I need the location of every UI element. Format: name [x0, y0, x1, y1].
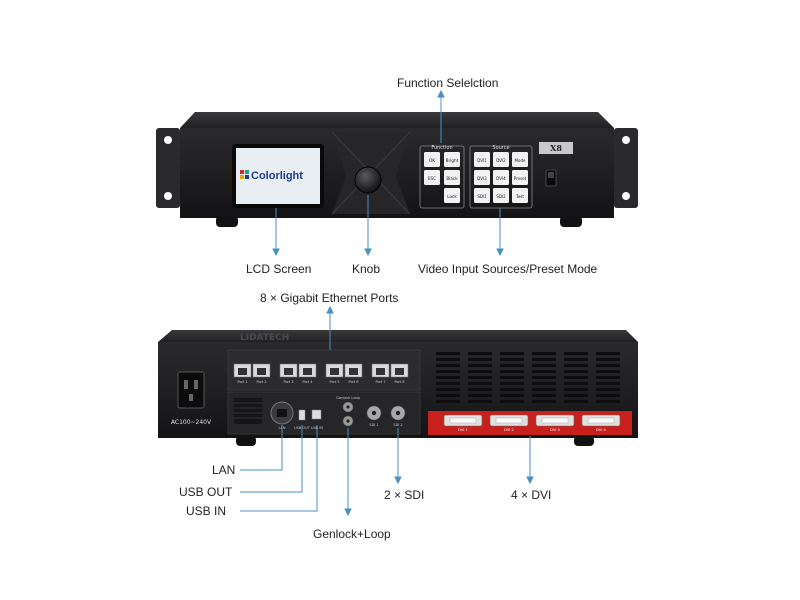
- genlock-port-label: Genlock Loop: [336, 396, 360, 400]
- rack-screw-hole: [164, 136, 172, 144]
- rear-foot: [574, 436, 594, 446]
- usb-in-port[interactable]: [311, 409, 322, 420]
- sdi-port-label: SDI 2: [393, 423, 402, 427]
- function-key-label: Lock: [447, 194, 457, 199]
- source-key[interactable]: [512, 188, 528, 203]
- usb-out-port[interactable]: [298, 409, 306, 421]
- ethernet-port-label: Port 5: [330, 380, 340, 384]
- callout-lines: [240, 89, 534, 517]
- source-key[interactable]: [493, 170, 509, 185]
- function-group-title: Function: [431, 145, 452, 151]
- callout-lan: LAN: [212, 463, 236, 477]
- ethernet-port-label: Port 7: [376, 380, 386, 384]
- function-key[interactable]: [424, 170, 440, 185]
- front-foot: [560, 216, 582, 227]
- function-key[interactable]: [444, 170, 460, 185]
- source-key-label: DVI1: [477, 158, 487, 163]
- power-inlet[interactable]: [177, 371, 205, 409]
- function-group-frame: [419, 145, 465, 209]
- callout-genlock-loop: Genlock+Loop: [313, 527, 391, 541]
- ethernet-port-label: Port 1: [238, 380, 248, 384]
- function-key[interactable]: [424, 152, 440, 167]
- function-key-label: ESC: [428, 176, 436, 181]
- callout-knob: Knob: [352, 262, 381, 276]
- callout-dvi: 4 × DVI: [511, 488, 552, 502]
- rear-top-surface: [158, 330, 638, 342]
- lcd-screen: [236, 148, 320, 204]
- callout-ethernet-ports: 8 × Gigabit Ethernet Ports: [260, 291, 399, 305]
- lcd-brand-text: Colorlight: [251, 170, 303, 182]
- source-key-label: DVI4: [496, 176, 506, 181]
- small-vent: [234, 398, 262, 424]
- source-key-label: DVI3: [477, 176, 487, 181]
- callout-video-input: Video Input Sources/Preset Mode: [418, 262, 598, 276]
- ethernet-port-label: Port 8: [395, 380, 405, 384]
- source-key[interactable]: [512, 170, 528, 185]
- source-key-label: Preset: [514, 176, 527, 181]
- callout-lcd-screen: LCD Screen: [246, 262, 312, 276]
- function-key[interactable]: [444, 188, 460, 203]
- ethernet-port-label: Port 2: [257, 380, 267, 384]
- rack-screw-hole: [164, 192, 172, 200]
- function-key-label: Bright: [446, 158, 459, 163]
- dvi-port-label: DVI 1: [458, 428, 468, 432]
- callout-function-selection: Function Selelction: [397, 76, 499, 90]
- source-key-label: SDI2: [496, 194, 506, 199]
- callout-usb-out: USB OUT: [179, 485, 233, 499]
- ethernet-port-label: Port 3: [284, 380, 294, 384]
- left-rack-ear: [156, 128, 180, 208]
- sdi-port-label: SDI 1: [369, 423, 378, 427]
- colorlight-logo-icon: [240, 170, 249, 179]
- function-key-label: Black: [446, 176, 458, 181]
- source-key[interactable]: [493, 152, 509, 167]
- function-key[interactable]: [444, 152, 460, 167]
- model-badge-text: X8: [550, 143, 562, 153]
- source-key[interactable]: [474, 152, 490, 167]
- watermark-text: LIDATECH: [240, 333, 289, 343]
- rack-screw-hole: [622, 136, 630, 144]
- dvi-port-label: DVI 4: [596, 428, 606, 432]
- source-key-label: SDI1: [477, 194, 487, 199]
- ethernet-port-label: Port 4: [303, 380, 313, 384]
- rear-unit: LIDATECH AC100~240V Port 1 Port 2 Port 3 Po…: [158, 330, 638, 446]
- front-top-surface: [180, 112, 614, 128]
- source-group-title: Source: [492, 145, 509, 151]
- front-foot: [216, 216, 238, 227]
- dvi-port-label: DVI 3: [550, 428, 560, 432]
- callout-sdi: 2 × SDI: [384, 488, 425, 502]
- source-key[interactable]: [474, 170, 490, 185]
- dvi-port-label: DVI 2: [504, 428, 514, 432]
- right-rack-ear: [614, 128, 638, 208]
- power-rating-label: AC100~240V: [171, 419, 212, 426]
- rear-foot: [236, 436, 256, 446]
- source-key-label: Mode: [515, 158, 526, 163]
- callout-usb-in: USB IN: [186, 504, 227, 518]
- source-key-label: Test: [515, 194, 524, 199]
- ethernet-port-label: Port 6: [349, 380, 359, 384]
- source-key[interactable]: [474, 188, 490, 203]
- rack-screw-hole: [622, 192, 630, 200]
- rear-vent-grille: [436, 352, 620, 403]
- source-key[interactable]: [512, 152, 528, 167]
- source-key-label: DVI2: [496, 158, 506, 163]
- source-key[interactable]: [493, 188, 509, 203]
- function-key-label: OK: [429, 158, 435, 163]
- model-badge: [539, 142, 573, 154]
- source-group-frame: [469, 145, 533, 209]
- knob[interactable]: [354, 166, 382, 194]
